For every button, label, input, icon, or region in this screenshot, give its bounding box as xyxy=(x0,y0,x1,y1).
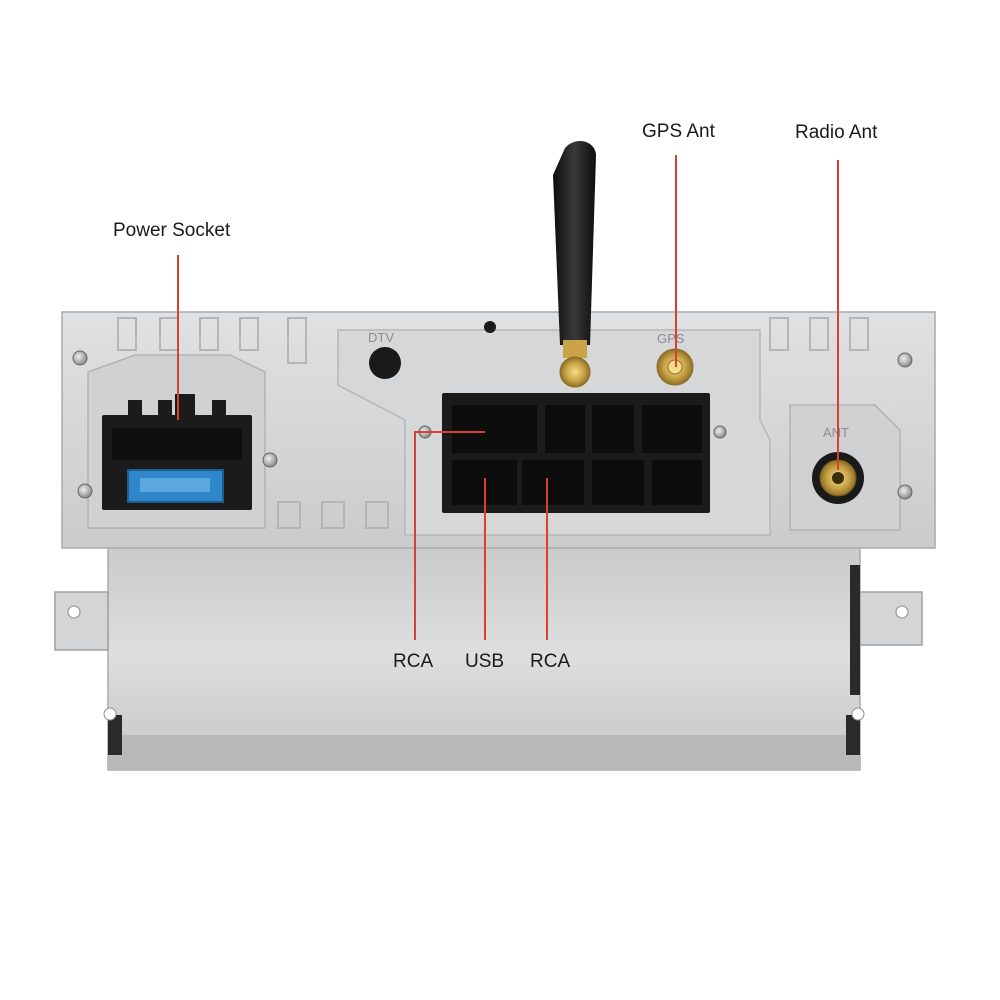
mounting-tab-left xyxy=(54,591,117,721)
label-rca-right: RCA xyxy=(530,651,571,672)
label-gps-ant: GPS Ant xyxy=(642,121,715,142)
multi-connector-block xyxy=(442,393,710,513)
radio-antenna-jack-icon xyxy=(812,452,864,504)
label-power-socket: Power Socket xyxy=(113,220,231,241)
leader-lines xyxy=(177,155,839,640)
mounting-tab-right xyxy=(851,591,923,721)
label-rca-left: RCA xyxy=(393,651,434,672)
unit-body xyxy=(107,539,861,771)
label-radio-ant: Radio Ant xyxy=(795,122,878,143)
ant-embossed-text: ANT xyxy=(823,425,849,440)
label-usb: USB xyxy=(465,651,505,672)
dtv-embossed-text: DTV xyxy=(368,330,394,345)
dtv-port xyxy=(369,321,496,379)
gsm-antenna-icon xyxy=(553,140,596,388)
leader-line-rca-left xyxy=(414,431,485,640)
power-socket-connector xyxy=(102,394,252,510)
gps-embossed-text: GPS xyxy=(657,331,685,346)
